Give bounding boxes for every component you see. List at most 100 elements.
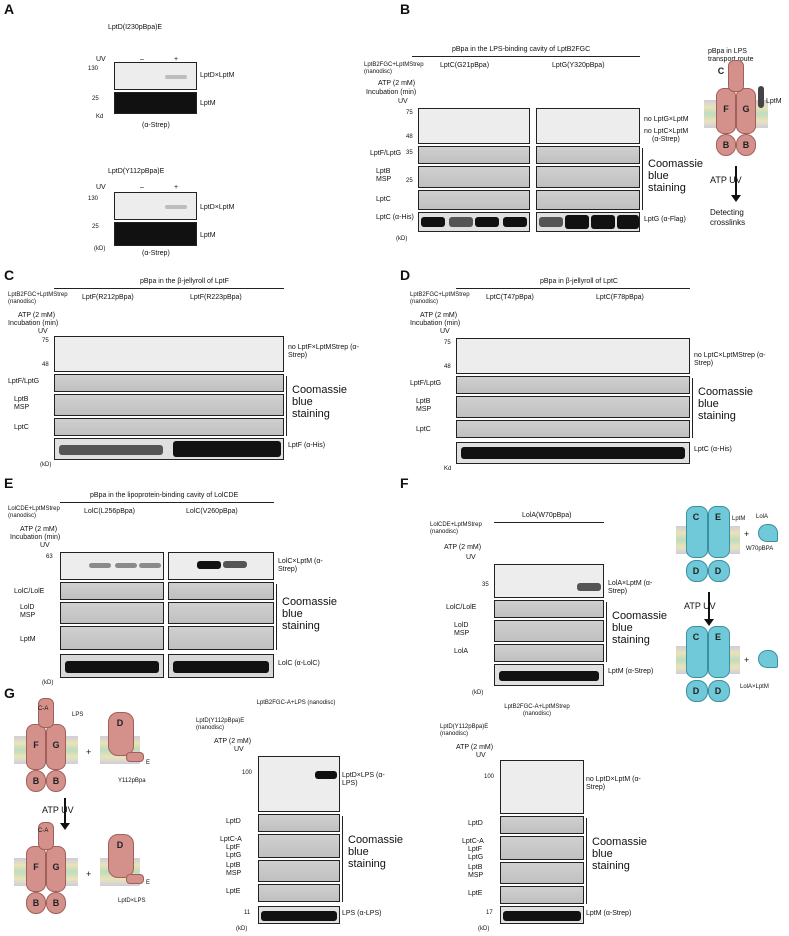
coomassie-label: Coomassie blue staining <box>282 596 338 632</box>
blot-a3 <box>114 192 197 220</box>
label-b: B <box>32 898 40 908</box>
protein-b <box>26 770 46 792</box>
detect-label: Detecting crosslinks <box>710 208 746 227</box>
panel-title: pBpa in β-jellyroll of LptC <box>540 278 618 285</box>
atp-label: ATP (2 mM) <box>456 744 494 751</box>
protein-b <box>26 892 46 914</box>
blot-g3 <box>258 834 340 858</box>
coomassie-label: Coomassie blue staining <box>348 834 404 870</box>
lptm-label: LptM <box>732 516 746 522</box>
blot-b5 <box>418 166 530 188</box>
row-label: LptD×LptM <box>200 72 235 79</box>
uv-label: UV <box>440 328 450 335</box>
panel-label-c: C <box>4 267 15 283</box>
blot-a4 <box>114 222 197 246</box>
blot-e10 <box>168 654 274 678</box>
label-b: B <box>52 898 60 908</box>
divider <box>456 288 690 289</box>
blot-e8 <box>168 626 274 650</box>
label-b: B <box>742 140 750 150</box>
blot-f1 <box>494 564 604 598</box>
row-label: LolC×LptM (α-Strep) <box>278 558 323 573</box>
blot-a1 <box>114 62 197 90</box>
protein-lptd <box>108 712 134 756</box>
coomassie-label: Coomassie blue staining <box>292 384 348 420</box>
row-label: LptD(Y112pBpa)E (nanodisc) <box>440 724 489 737</box>
panel-label-b: B <box>400 1 411 17</box>
column-label: LolC(V260pBpa) <box>186 508 238 515</box>
lane-label: LptE <box>468 890 483 897</box>
lola <box>758 650 778 668</box>
lane-label: LolC (α-LolC) <box>278 660 320 667</box>
blot-g9 <box>500 836 584 860</box>
construct-label: LptD(I230pBpa)E <box>108 24 163 31</box>
column-label: LptC(T47pBpa) <box>486 294 534 301</box>
column-label: LptC(F78pBpa) <box>596 294 644 301</box>
blot-g10 <box>500 862 584 884</box>
antibody-label: (α-Strep) <box>142 250 170 257</box>
blot-e6 <box>168 602 274 624</box>
coomassie-label: Coomassie blue staining <box>648 158 704 194</box>
blot-e1 <box>60 552 164 580</box>
row-label: LptD×LPS (α-LPS) <box>342 772 385 787</box>
plus: + <box>744 655 750 665</box>
label-g: G <box>52 862 60 872</box>
protein-b <box>46 892 66 914</box>
uv-label: UV <box>476 752 486 759</box>
blot-f5 <box>494 664 604 686</box>
panel-title: pBpa in the LPS-binding cavity of LptB2F… <box>452 46 591 53</box>
protein-e <box>708 506 730 558</box>
panel-label-a: A <box>4 1 15 17</box>
marker-17: 17 <box>486 910 493 916</box>
marker-48: 48 <box>444 364 451 370</box>
uv-label: UV <box>96 56 106 63</box>
lane-label: LptB <box>416 398 431 405</box>
incubation-label: Incubation (min) <box>410 320 461 327</box>
row-label: no LptC×LptMStrep (α-Strep) <box>694 352 766 367</box>
marker-100: 100 <box>484 774 495 780</box>
minus: – <box>140 184 144 191</box>
bracket <box>692 378 693 438</box>
row-label: LolA×LptM (α-Strep) <box>608 580 653 595</box>
uv-label: UV <box>466 554 476 561</box>
lane-label: LptF (α-His) <box>288 442 326 449</box>
condition-label: LptB2FGC+LptMStrep (nanodisc) <box>364 62 424 75</box>
uv-label: UV <box>38 328 48 335</box>
lane-label: LptG (α-Flag) <box>644 216 686 223</box>
antibody-label: (α-Strep) <box>142 122 170 129</box>
protein-d <box>686 560 708 582</box>
blot-g6 <box>258 906 340 924</box>
protein-e <box>708 626 730 678</box>
panel-title: pBpa in the lipoprotein-binding cavity o… <box>90 492 239 499</box>
lane-label: LPS (α-LPS) <box>342 910 382 917</box>
lane-label: LptB <box>226 862 241 869</box>
protein-ca <box>38 698 54 728</box>
blot-c3 <box>54 394 284 416</box>
uv-label: UV <box>398 98 408 105</box>
label-b: B <box>722 140 730 150</box>
lane-label: LolC/LolE <box>446 604 477 611</box>
row-label: no LptD×LptM (α-Strep) <box>586 776 641 791</box>
lane-label: LptF/LptG <box>370 150 402 157</box>
marker-75: 75 <box>444 340 451 346</box>
marker-100: 100 <box>242 770 253 776</box>
bracket <box>276 584 277 650</box>
protein-g <box>46 846 66 892</box>
lane-label: LptD <box>226 818 241 825</box>
row-label: no LptF×LptMStrep (α-Strep) <box>288 344 359 359</box>
y112-label: Y112pBpa <box>118 778 146 784</box>
protein-f <box>716 88 736 134</box>
protein-c <box>728 60 744 92</box>
kd-label: (kD) <box>478 926 490 932</box>
plus: + <box>86 869 92 879</box>
lane-label: LptC (α-His) <box>694 446 732 453</box>
lane-label: LptC <box>376 196 391 203</box>
coomassie-label: Coomassie blue staining <box>698 386 754 422</box>
blot-c1 <box>54 336 284 372</box>
blot-e3 <box>60 582 164 600</box>
blot-d5 <box>456 442 690 464</box>
lptm-label: LptM <box>766 98 782 105</box>
lola-lptm-label: LolA×LptM <box>740 684 769 690</box>
plus: + <box>174 56 179 63</box>
atp-label: ATP (2 mM) <box>214 738 252 745</box>
